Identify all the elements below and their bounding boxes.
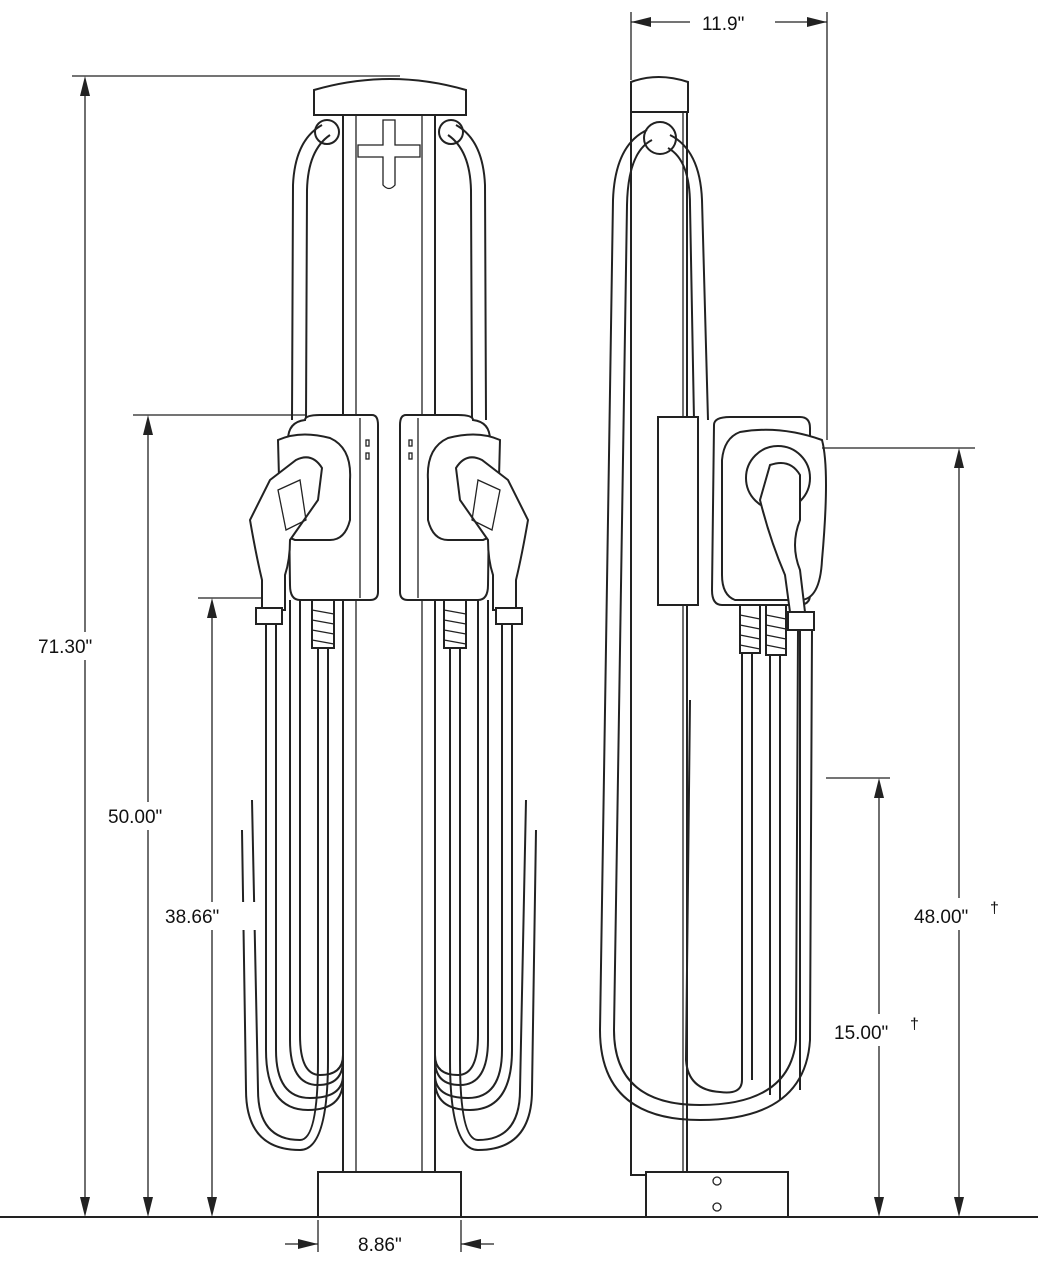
label-side-depth: 11.9" [702, 14, 744, 35]
dim-overall-height: 71.30" [30, 75, 400, 1217]
side-view [598, 76, 827, 1218]
label-side-holster-height: 48.00" [914, 907, 968, 928]
label-cable-clearance-dagger: † [910, 1016, 919, 1033]
front-top-cap [313, 78, 467, 116]
side-long-cable [598, 129, 813, 1122]
front-pedestal [342, 109, 436, 1176]
front-left-cables [241, 600, 344, 1152]
label-base-width: 8.86" [358, 1235, 402, 1256]
label-holster-height: 38.66" [165, 907, 219, 928]
front-base [317, 1171, 462, 1218]
dim-side-holster-height: 48.00" † [822, 447, 1008, 1217]
dim-cable-clearance: 15.00" † [826, 777, 928, 1217]
front-left-charger [248, 414, 379, 649]
label-overall-height: 71.30" [38, 637, 92, 658]
label-cable-clearance: 15.00" [834, 1023, 888, 1044]
side-base [645, 1171, 789, 1218]
front-right-cable-loop [455, 124, 487, 421]
label-unit-top-height: 50.00" [108, 807, 162, 828]
front-right-cables [434, 600, 537, 1152]
side-top-cap [630, 76, 689, 113]
side-pedestal [630, 109, 688, 1176]
label-side-holster-dagger: † [990, 900, 999, 917]
dim-unit-top-height: 50.00" [100, 414, 305, 1217]
dim-side-depth: 11.9" [630, 12, 828, 440]
front-left-cable-loop [291, 124, 323, 421]
front-right-charger [399, 414, 530, 649]
dim-holster-height: 38.66" [160, 597, 262, 1217]
front-view [241, 78, 537, 1218]
dim-base-width: 8.86" [285, 1220, 494, 1256]
side-mount-plate [657, 416, 699, 606]
